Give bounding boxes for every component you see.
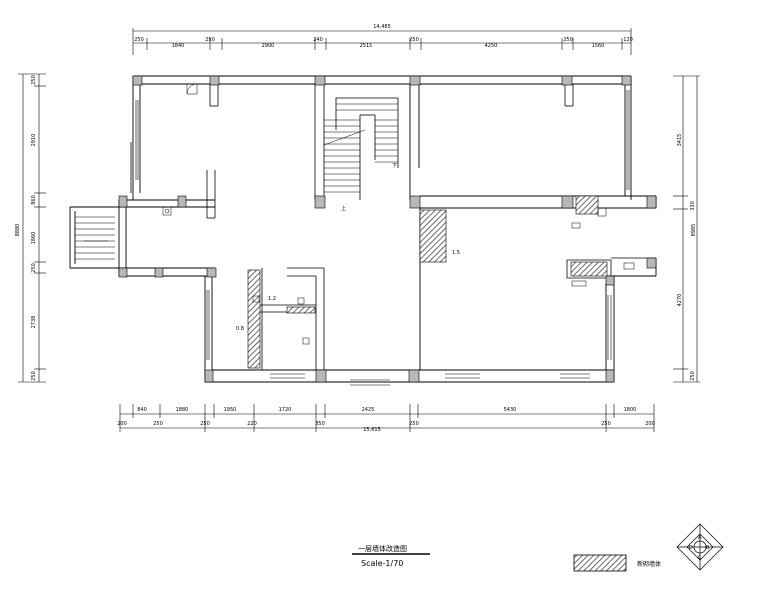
legend-label: 新砌墙体 xyxy=(637,560,661,568)
main-staircase xyxy=(323,103,398,193)
dim-left-1: 250 xyxy=(31,75,37,85)
compass-letter-b: B xyxy=(706,545,710,551)
dim-bottom-lower-1: 200 xyxy=(117,421,127,427)
dim-top-4: 2900 xyxy=(262,43,275,49)
dim-top-10: 1560 xyxy=(592,43,605,49)
interior-walls xyxy=(130,84,656,370)
dim-top-9: 250 xyxy=(563,37,573,43)
dim-top-1: 250 xyxy=(134,37,144,43)
dim-right-3: 4270 xyxy=(677,294,683,307)
dim-bottom-6: 5430 xyxy=(504,407,517,413)
dim-bottom-5: 2425 xyxy=(362,407,375,413)
stair-down-label: 下 xyxy=(392,163,397,169)
dim-left-2: 2910 xyxy=(31,134,37,147)
dim-bottom-1: 840 xyxy=(137,407,147,413)
dim-bottom-lower-2: 250 xyxy=(153,421,163,427)
drawing-title: 一层墙体改造图 xyxy=(358,544,407,553)
dim-bottom-lower-5: 350 xyxy=(315,421,325,427)
exterior-walls xyxy=(69,75,657,383)
dim-bottom-lower-6: 250 xyxy=(409,421,419,427)
dim-left-6: 2738 xyxy=(31,316,37,329)
right-segment-labels: 3415 330 4270 250 xyxy=(677,134,696,381)
stair-up-label: 上 xyxy=(341,205,346,212)
legend-hatch-swatch xyxy=(573,554,627,572)
left-total-dimension: 8880 xyxy=(15,224,21,237)
room-labels: 上 下 1.5 1.2 0.8 xyxy=(236,163,460,332)
compass-letter-d: D xyxy=(689,545,693,551)
dim-top-7: 250 xyxy=(409,37,419,43)
right-dimension-chain xyxy=(673,75,700,383)
dim-bottom-2: 1880 xyxy=(176,407,189,413)
left-dimension-chain xyxy=(18,73,46,383)
dim-bottom-7: 1800 xyxy=(624,407,637,413)
dim-bottom-lower-3: 250 xyxy=(200,421,210,427)
dim-top-8: 4250 xyxy=(485,43,498,49)
new-walls-hatched xyxy=(247,195,608,369)
height-label-1: 1.5 xyxy=(452,250,460,256)
bottom-dimension-chain xyxy=(119,404,655,432)
dim-bottom-lower-8: 200 xyxy=(645,421,655,427)
dim-top-5: 240 xyxy=(313,37,323,43)
compass-letter-c: C xyxy=(698,555,702,561)
bottom-upper-labels: 840 1880 1950 1720 2425 5430 1800 xyxy=(137,407,636,413)
top-dimension-chain xyxy=(132,28,632,55)
dim-top-6: 2515 xyxy=(360,43,373,49)
compass-icon: A B C D xyxy=(676,523,724,571)
dim-left-4: 1860 xyxy=(31,232,37,245)
structural-columns xyxy=(118,75,657,383)
bottom-total-dimension: 15,615 xyxy=(363,427,381,433)
left-segment-labels: 250 2910 860 1860 250 2738 250 xyxy=(31,75,37,381)
windows xyxy=(135,90,630,386)
bottom-lower-labels: 200 250 250 220 350 15,615 250 250 200 xyxy=(117,421,655,433)
height-label-2: 1.2 xyxy=(268,296,276,302)
dim-top-3: 250 xyxy=(205,37,215,43)
dim-right-4: 250 xyxy=(690,371,696,381)
drawing-scale: Scale-1/70 xyxy=(361,559,403,568)
dim-left-5: 250 xyxy=(31,263,37,273)
dim-bottom-lower-7: 250 xyxy=(601,421,611,427)
top-segment-labels: 250 1840 250 2900 240 2515 250 4250 250 … xyxy=(134,37,633,49)
dim-top-2: 1840 xyxy=(172,43,185,49)
dim-bottom-3: 1950 xyxy=(224,407,237,413)
height-label-3: 0.8 xyxy=(236,326,244,332)
dim-left-7: 250 xyxy=(31,371,37,381)
dim-bottom-lower-4: 220 xyxy=(247,421,257,427)
dim-top-11: 120 xyxy=(623,37,633,43)
dim-bottom-4: 1720 xyxy=(279,407,292,413)
dim-right-1: 3415 xyxy=(677,134,683,147)
compass-letter-a: A xyxy=(698,535,702,541)
dim-right-2: 330 xyxy=(690,201,696,211)
top-total-dimension: 14,485 xyxy=(373,24,391,30)
right-total-dimension: 8985 xyxy=(691,224,697,237)
fixtures xyxy=(162,83,635,345)
side-staircase xyxy=(75,216,115,260)
dim-left-3: 860 xyxy=(31,195,37,205)
